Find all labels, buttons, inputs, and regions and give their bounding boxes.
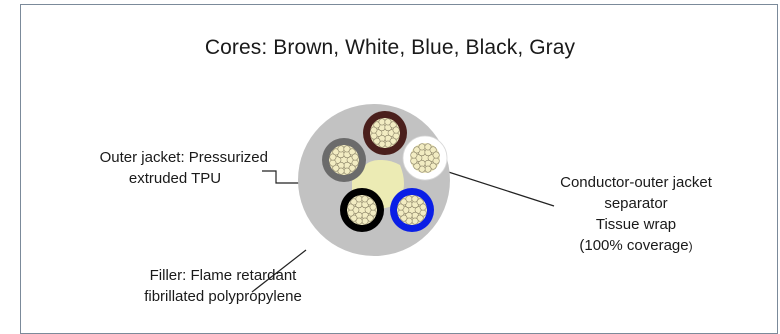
core-white-strand: [413, 162, 421, 170]
outer-jacket-label-line1: Outer jacket: Pressurized: [99, 149, 268, 166]
core-blue-strand: [411, 217, 419, 225]
filler-label-line1: Filler: Flame retardant: [149, 267, 297, 284]
separator-label-line2: separator: [604, 195, 668, 212]
core-black-strand: [347, 203, 355, 211]
separator-label: Conductor-outer jacket separator Tissue …: [530, 172, 742, 257]
core-white-strand: [410, 157, 418, 165]
core-black-strand: [347, 209, 355, 217]
core-brown-strand: [373, 137, 381, 145]
separator-label-line1: Conductor-outer jacket: [560, 174, 712, 191]
leader-line-filler: [251, 249, 307, 293]
core-white-strand: [424, 143, 432, 151]
core-black-strand: [350, 198, 358, 206]
core-blue-strand: [419, 203, 427, 211]
separator-label-line4-suffix: ): [688, 239, 693, 253]
core-blue-strand: [400, 198, 408, 206]
core-black-strand: [361, 217, 369, 225]
core-black-strand: [355, 195, 363, 203]
core-blue-strand: [405, 195, 413, 203]
core-brown-strand: [392, 126, 400, 134]
core-brown-strand: [370, 126, 378, 134]
core-black-strand: [355, 217, 363, 225]
diagram-title: Cores: Brown, White, Blue, Black, Gray: [204, 36, 576, 59]
core-white-strand: [413, 146, 421, 154]
separator-label-line3: Tissue wrap: [595, 216, 677, 233]
core-brown-strand: [384, 140, 392, 148]
core-white-strand: [418, 165, 426, 173]
core-brown-strand: [370, 132, 378, 140]
outer-jacket-label-line2: extruded TPU: [128, 170, 222, 187]
core-blue-strand: [416, 198, 424, 206]
leader-line-separator: [435, 167, 555, 207]
core-gray-strand: [343, 167, 351, 175]
core-white-strand: [410, 151, 418, 159]
core-gray-strand: [351, 153, 359, 161]
core-brown-strand: [373, 121, 381, 129]
cores-group: [322, 111, 448, 232]
core-blue-strand: [411, 195, 419, 203]
core-white-strand: [432, 151, 440, 159]
core-gray-strand: [348, 148, 356, 156]
separator-label-line4-text: (100% coverage: [579, 237, 689, 254]
core-blue-strand: [400, 214, 408, 222]
core-blue-strand: [405, 217, 413, 225]
cable-cross-section: [251, 104, 555, 293]
outer-jacket-label: Outer jacket: Pressurized extruded TPU: [62, 147, 268, 189]
core-gray-strand: [329, 153, 337, 161]
core-black-strand: [369, 203, 377, 211]
core-black-strand: [366, 214, 374, 222]
separator-label-line4: (100% coverage): [530, 235, 742, 257]
core-white-strand: [429, 146, 437, 154]
core-gray-strand: [332, 148, 340, 156]
core-black-strand: [366, 198, 374, 206]
core-gray-strand: [337, 167, 345, 175]
core-gray-strand: [332, 164, 340, 172]
core-blue-strand: [397, 209, 405, 217]
core-brown-strand: [378, 118, 386, 126]
core-white-strand: [424, 165, 432, 173]
core-gray-strand: [348, 164, 356, 172]
filler-label: Filler: Flame retardant fibrillated poly…: [118, 265, 328, 307]
core-gray-strand: [329, 159, 337, 167]
core-blue-strand: [397, 203, 405, 211]
core-blue-strand: [416, 214, 424, 222]
core-white-strand: [429, 162, 437, 170]
core-black-strand: [350, 214, 358, 222]
core-black-strand: [361, 195, 369, 203]
leader-line-outer-jacket: [262, 170, 300, 184]
core-brown-strand: [389, 137, 397, 145]
core-brown-strand: [389, 121, 397, 129]
core-white-strand: [418, 143, 426, 151]
core-brown-strand: [378, 140, 386, 148]
core-brown-strand: [384, 118, 392, 126]
core-gray-strand: [337, 145, 345, 153]
filler-label-line2: fibrillated polypropylene: [144, 288, 302, 305]
core-gray-strand: [343, 145, 351, 153]
